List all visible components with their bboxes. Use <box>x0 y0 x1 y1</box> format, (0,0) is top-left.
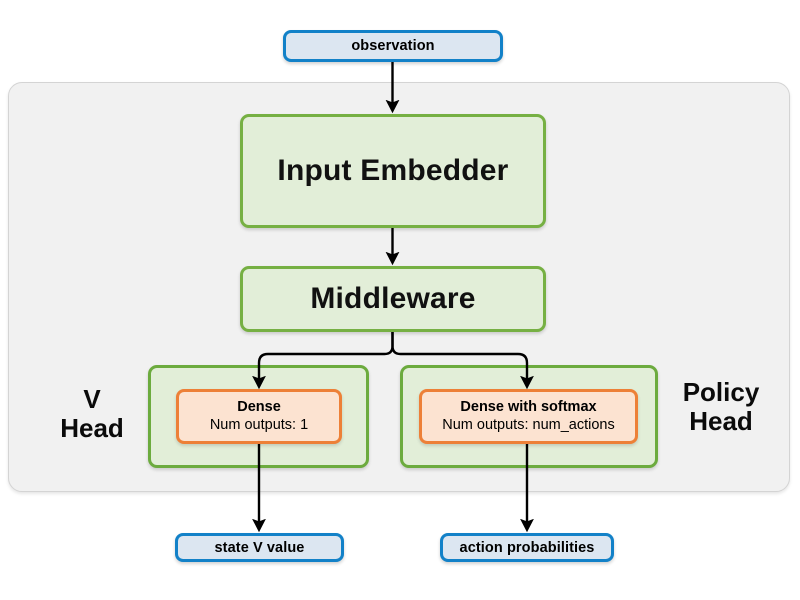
node-middleware-label: Middleware <box>310 282 476 315</box>
caption-policy-head-line1: Policy <box>682 377 760 407</box>
layer-v-head-dense-title: Dense <box>237 399 281 416</box>
node-action-probabilities[interactable]: action probabilities <box>440 533 614 562</box>
layer-v-head-dense[interactable]: Dense Num outputs: 1 <box>176 389 342 444</box>
caption-v-head-line1: V <box>83 384 101 414</box>
layer-policy-head-dense-softmax[interactable]: Dense with softmax Num outputs: num_acti… <box>419 389 638 444</box>
caption-policy-head: Policy Head <box>666 377 776 437</box>
node-action-probabilities-label: action probabilities <box>459 539 595 556</box>
node-state-v-value-label: state V value <box>214 539 305 556</box>
layer-v-head-dense-subtitle: Num outputs: 1 <box>209 417 309 434</box>
node-state-v-value[interactable]: state V value <box>175 533 344 562</box>
node-input-embedder[interactable]: Input Embedder <box>240 114 546 228</box>
node-middleware[interactable]: Middleware <box>240 266 546 332</box>
node-input-embedder-label: Input Embedder <box>277 154 509 187</box>
layer-policy-head-dense-softmax-title: Dense with softmax <box>460 399 597 416</box>
node-observation[interactable]: observation <box>283 30 503 62</box>
node-observation-label: observation <box>351 38 435 54</box>
layer-policy-head-dense-softmax-subtitle: Num outputs: num_actions <box>442 417 615 434</box>
caption-policy-head-line2: Head <box>689 406 753 437</box>
caption-v-head: V Head <box>46 384 138 444</box>
caption-v-head-line2: Head <box>60 413 124 444</box>
